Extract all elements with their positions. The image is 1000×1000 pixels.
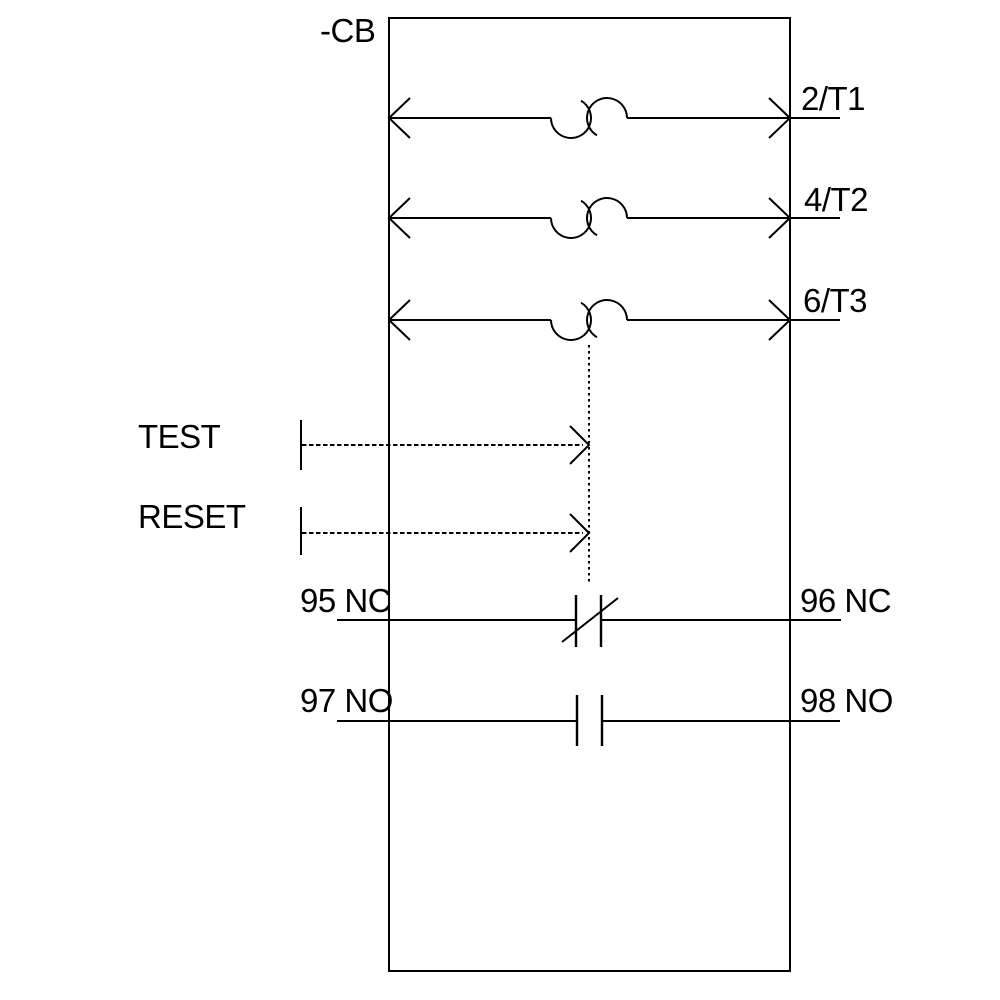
reset-arrow-icon bbox=[569, 513, 591, 553]
no-contact-97-98: 97 NO 98 NO bbox=[300, 682, 893, 746]
test-arrow-icon bbox=[569, 425, 591, 465]
pole-2-left-arrow-icon bbox=[387, 197, 411, 239]
pole-3: 6/T3 bbox=[387, 282, 868, 341]
reset-actuator: RESET bbox=[138, 498, 591, 555]
reset-label: RESET bbox=[138, 498, 246, 535]
test-actuator: TEST bbox=[138, 418, 591, 470]
pole-2: 4/T2 bbox=[387, 181, 869, 239]
terminal-label-4T2: 4/T2 bbox=[804, 181, 868, 218]
pole-1-right-arrow-icon bbox=[768, 97, 792, 139]
pole-1-left-arrow-icon bbox=[387, 97, 411, 139]
terminal-label-6T3: 6/T3 bbox=[803, 282, 867, 319]
pole-2-right-arrow-icon bbox=[768, 197, 792, 239]
pole-1: 2/T1 bbox=[387, 80, 866, 139]
terminal-label-97NO: 97 NO bbox=[300, 682, 393, 719]
terminal-label-95NC: 95 NC bbox=[300, 582, 391, 619]
pole-3-thermal-element-arc-right bbox=[586, 299, 628, 339]
nc-contact-diagonal-stroke bbox=[561, 597, 619, 643]
terminal-label-96NC: 96 NC bbox=[800, 582, 891, 619]
pole-1-thermal-element-arc-right bbox=[586, 97, 628, 137]
test-label: TEST bbox=[138, 418, 221, 455]
terminal-label-98NO: 98 NO bbox=[800, 682, 893, 719]
pole-2-thermal-element-arc-left bbox=[550, 199, 592, 239]
pole-2-thermal-element-arc-right bbox=[586, 197, 628, 237]
pole-3-thermal-element-arc-left bbox=[550, 301, 592, 341]
terminal-label-2T1: 2/T1 bbox=[801, 80, 865, 117]
device-outline-box bbox=[388, 17, 791, 972]
device-label: -CB bbox=[320, 12, 375, 49]
pole-3-right-arrow-icon bbox=[768, 299, 792, 341]
nc-contact-95-96: 95 NC 96 NC bbox=[300, 582, 892, 647]
pole-1-thermal-element-arc-left bbox=[550, 99, 592, 139]
pole-3-left-arrow-icon bbox=[387, 299, 411, 341]
